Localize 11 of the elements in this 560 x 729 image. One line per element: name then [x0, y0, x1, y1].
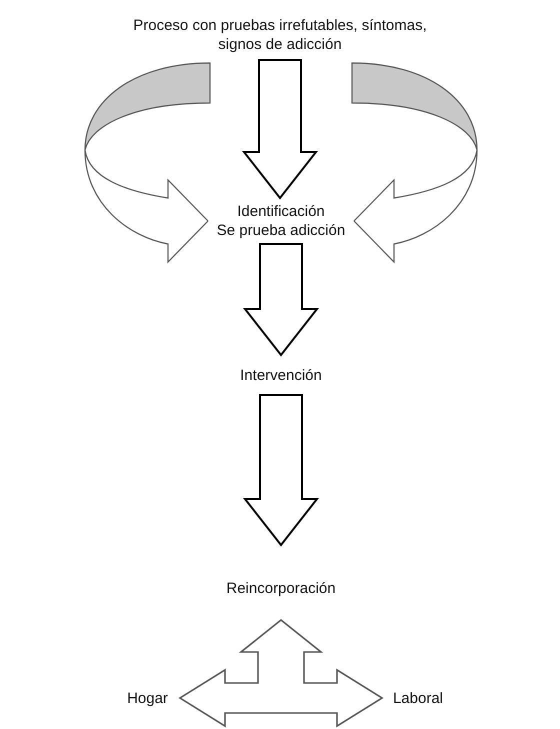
step-label: Hogar	[126, 688, 169, 708]
step-label: Proceso con pruebas irrefutables, síntomas, signos de adicción	[132, 16, 428, 54]
step-label: Intervención	[239, 366, 323, 384]
block-arrow	[242, 394, 320, 547]
step-label: Identificación	[236, 202, 326, 221]
three-way-arrow	[178, 618, 384, 728]
step-label: Reincorporación	[225, 579, 337, 598]
step-description: Se prueba adicción	[216, 221, 346, 240]
block-arrow	[242, 59, 318, 200]
block-arrow	[242, 243, 320, 357]
step-label: Laboral	[392, 688, 444, 708]
